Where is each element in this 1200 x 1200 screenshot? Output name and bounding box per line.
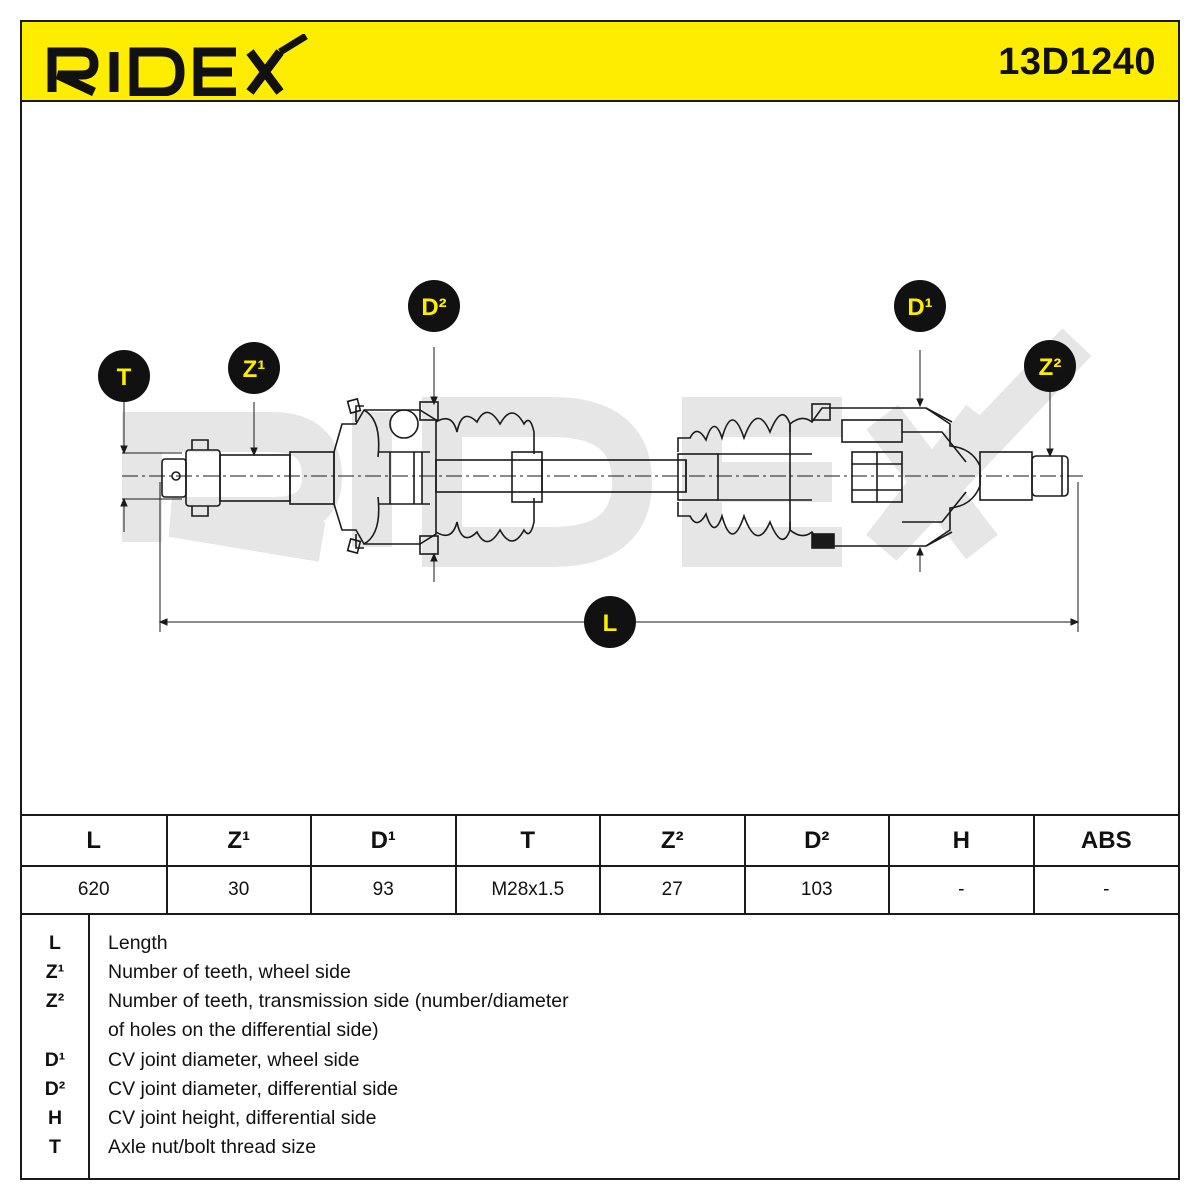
- legend-description: CV joint height, differential side: [108, 1107, 377, 1129]
- part-number: 13D1240: [998, 41, 1156, 83]
- svg-text:Z¹: Z¹: [243, 356, 266, 383]
- legend-key: Z²: [45, 990, 65, 1012]
- value-d1: 93: [311, 866, 457, 915]
- legend-description: of holes on the differential side): [108, 1019, 379, 1041]
- svg-text:D¹: D¹: [907, 294, 932, 321]
- svg-text:L: L: [603, 610, 618, 637]
- legend-description: Number of teeth, transmission side (numb…: [108, 990, 569, 1012]
- legend: L Length Z¹ Number of teeth, wheel side …: [22, 915, 1178, 1178]
- legend-key: D¹: [44, 1049, 66, 1071]
- value-d2: 103: [744, 866, 890, 915]
- column-header-h: H: [889, 816, 1035, 867]
- value-abs: -: [1033, 866, 1178, 915]
- value-z2: 27: [600, 866, 746, 915]
- legend-item: of holes on the differential side): [22, 1016, 1178, 1045]
- column-header-z1: Z¹: [166, 816, 312, 867]
- legend-key: L: [49, 932, 61, 954]
- spec-table: L Z¹ D¹ T Z² D² H ABS 620 30 93 M28x1.5 …: [22, 814, 1178, 915]
- callout-D2: D²: [408, 280, 460, 332]
- dimension-lines: [120, 347, 1080, 632]
- column-header-abs: ABS: [1033, 816, 1178, 867]
- legend-item: H CV joint height, differential side: [22, 1104, 1178, 1133]
- legend-key: H: [47, 1107, 63, 1129]
- callout-Z2: Z²: [1024, 340, 1076, 392]
- legend-key: Z¹: [45, 961, 65, 983]
- driveshaft-drawing: T Z¹ D² D¹ Z² L: [98, 280, 1092, 648]
- column-header-d1: D¹: [311, 816, 457, 867]
- svg-text:D²: D²: [421, 294, 446, 321]
- value-l: 620: [22, 866, 168, 915]
- header-bar: 13D1240: [22, 22, 1178, 102]
- ridex-watermark: [122, 328, 1092, 567]
- legend-description: Axle nut/bolt thread size: [108, 1136, 317, 1158]
- callout-D1: D¹: [894, 280, 946, 332]
- callout-Z1: Z¹: [228, 342, 280, 394]
- callout-T: T: [98, 350, 150, 402]
- spec-table-value-row: 620 30 93 M28x1.5 27 103 - -: [22, 866, 1178, 915]
- svg-text:Z²: Z²: [1039, 354, 1062, 381]
- column-header-d2: D²: [744, 816, 890, 867]
- legend-item: Z¹ Number of teeth, wheel side: [22, 958, 1178, 987]
- legend-description: CV joint diameter, differential side: [108, 1078, 399, 1100]
- callout-L: L: [584, 596, 636, 648]
- legend-item: T Axle nut/bolt thread size: [22, 1133, 1178, 1162]
- column-header-t: T: [455, 816, 601, 867]
- legend-description: CV joint diameter, wheel side: [108, 1049, 360, 1071]
- legend-item: D¹ CV joint diameter, wheel side: [22, 1046, 1178, 1075]
- column-header-l: L: [22, 816, 168, 867]
- column-header-z2: Z²: [600, 816, 746, 867]
- spec-table-header-row: L Z¹ D¹ T Z² D² H ABS: [22, 816, 1178, 867]
- legend-item: L Length: [22, 929, 1178, 958]
- shaft-outline: [122, 397, 1084, 555]
- ridex-logo: [47, 34, 308, 96]
- legend-item: Z² Number of teeth, transmission side (n…: [22, 987, 1178, 1016]
- legend-description: Length: [108, 932, 168, 954]
- legend-divider: [88, 915, 90, 1178]
- legend-item: D² CV joint diameter, differential side: [22, 1075, 1178, 1104]
- value-z1: 30: [166, 866, 312, 915]
- legend-description: Number of teeth, wheel side: [108, 961, 351, 983]
- value-t: M28x1.5: [455, 866, 601, 915]
- svg-text:T: T: [117, 364, 132, 391]
- legend-key: T: [49, 1136, 61, 1158]
- legend-key: D²: [44, 1078, 66, 1100]
- spec-sheet: 13D1240: [20, 20, 1180, 1180]
- value-h: -: [889, 866, 1035, 915]
